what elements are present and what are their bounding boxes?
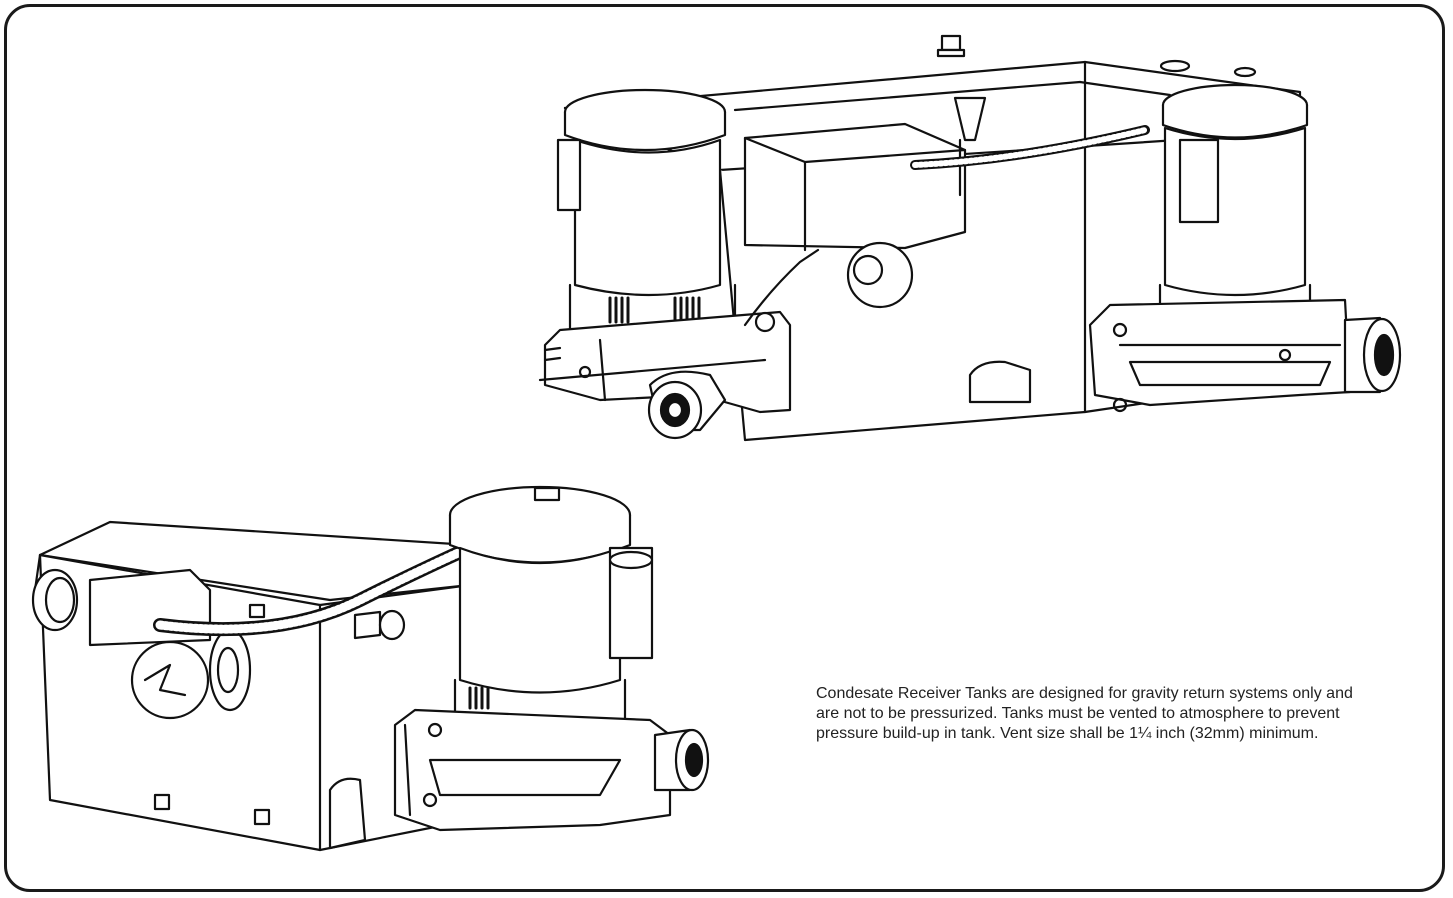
page-border bbox=[4, 4, 1445, 892]
left-outlet-fitting bbox=[647, 370, 727, 440]
notice-text: Condesate Receiver Tanks are designed fo… bbox=[816, 685, 1353, 742]
mounting-bolts bbox=[153, 603, 406, 826]
gravity-return-notice: Condesate Receiver Tanks are designed fo… bbox=[816, 684, 1356, 744]
vent-cap bbox=[936, 34, 966, 58]
control-box bbox=[743, 122, 967, 252]
simplex-pump-motor bbox=[393, 485, 710, 832]
simplex-receiver-tank bbox=[31, 485, 710, 852]
simplex-outlet-fitting bbox=[653, 728, 710, 792]
right-pump-motor bbox=[1088, 83, 1402, 413]
sight-gauge bbox=[130, 628, 252, 720]
right-outlet-fitting bbox=[1343, 316, 1402, 394]
conduit bbox=[910, 125, 1150, 170]
left-pump-motor bbox=[538, 88, 820, 440]
duplex-receiver-tank bbox=[538, 34, 1402, 442]
